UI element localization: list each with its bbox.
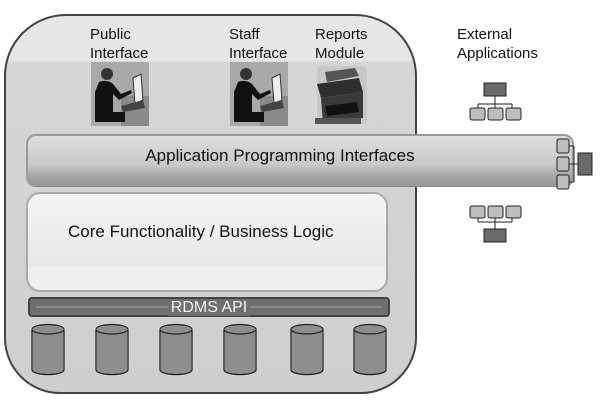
database-icon — [290, 323, 324, 376]
printer-icon — [311, 62, 369, 126]
public-interface-label-line2: Interface — [90, 45, 149, 62]
external-applications-label-line2: Applications — [457, 45, 538, 62]
hierarchy-top-icon — [469, 82, 522, 121]
external-applications-label-line1: External — [457, 26, 513, 43]
database-icon — [31, 323, 65, 376]
staff-interface-label: Staff Interface — [229, 25, 287, 63]
api-layer-label: Application Programming Interfaces — [145, 146, 415, 165]
staff-interface-label-line1: Staff — [229, 26, 260, 43]
public-interface-label: Public Interface — [90, 25, 148, 63]
hierarchy-right-icon — [556, 138, 593, 190]
rdms-api-label: RDMS API — [167, 299, 251, 316]
external-applications-label: External Applications — [457, 25, 538, 63]
core-logic-layer: Core Functionality / Business Logic — [26, 192, 388, 292]
reports-module-label: Reports Module — [315, 25, 368, 63]
database-icon — [95, 323, 129, 376]
database-icon — [353, 323, 387, 376]
api-layer: Application Programming Interfaces — [26, 134, 574, 186]
database-icon — [223, 323, 257, 376]
core-logic-label: Core Functionality / Business Logic — [68, 222, 334, 241]
public-user-icon — [91, 62, 149, 126]
rdms-api-layer: RDMS API — [28, 297, 390, 317]
reports-module-label-line2: Module — [315, 45, 365, 62]
hierarchy-bottom-icon — [469, 205, 522, 243]
public-interface-label-line1: Public — [90, 26, 131, 43]
database-icon — [159, 323, 193, 376]
staff-interface-label-line2: Interface — [229, 45, 288, 62]
staff-user-icon — [230, 62, 288, 126]
reports-module-label-line1: Reports — [315, 26, 368, 43]
